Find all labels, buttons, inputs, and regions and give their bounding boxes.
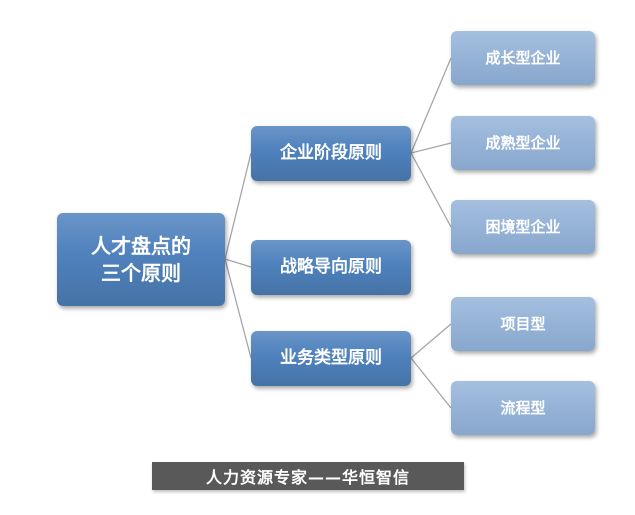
connector-branch1-leaf3 [410, 152, 452, 228]
connector-branch1-leaf2 [410, 142, 452, 154]
leaf-node-process-type: 流程型 [451, 381, 595, 435]
root-node-label-line1: 人才盘点的 [91, 233, 191, 258]
leaf-node-mature-enterprise: 成熟型企业 [451, 116, 595, 170]
branch-node-business-type-principle: 业务类型原则 [251, 331, 411, 386]
footer-banner-brand: 人力资源专家——华恒智信 [152, 462, 464, 490]
leaf-node-project-type: 项目型 [451, 297, 595, 351]
connector-root-branch2 [224, 258, 252, 268]
root-node-label-line2: 三个原则 [101, 260, 181, 285]
branch-node-enterprise-stage-principle: 企业阶段原则 [251, 126, 411, 181]
branch-node-strategy-oriented-principle: 战略导向原则 [251, 240, 411, 295]
connector-root-branch3 [224, 258, 252, 359]
leaf-node-growth-enterprise: 成长型企业 [451, 31, 595, 85]
leaf-node-distressed-enterprise: 困境型企业 [451, 200, 595, 254]
connector-branch3-leaf5 [410, 357, 452, 409]
connector-root-branch1 [224, 152, 252, 260]
connector-branch3-leaf4 [410, 323, 452, 359]
root-node-talent-review-principles: 人才盘点的 三个原则 [57, 213, 225, 306]
connector-branch1-leaf1 [410, 57, 452, 154]
